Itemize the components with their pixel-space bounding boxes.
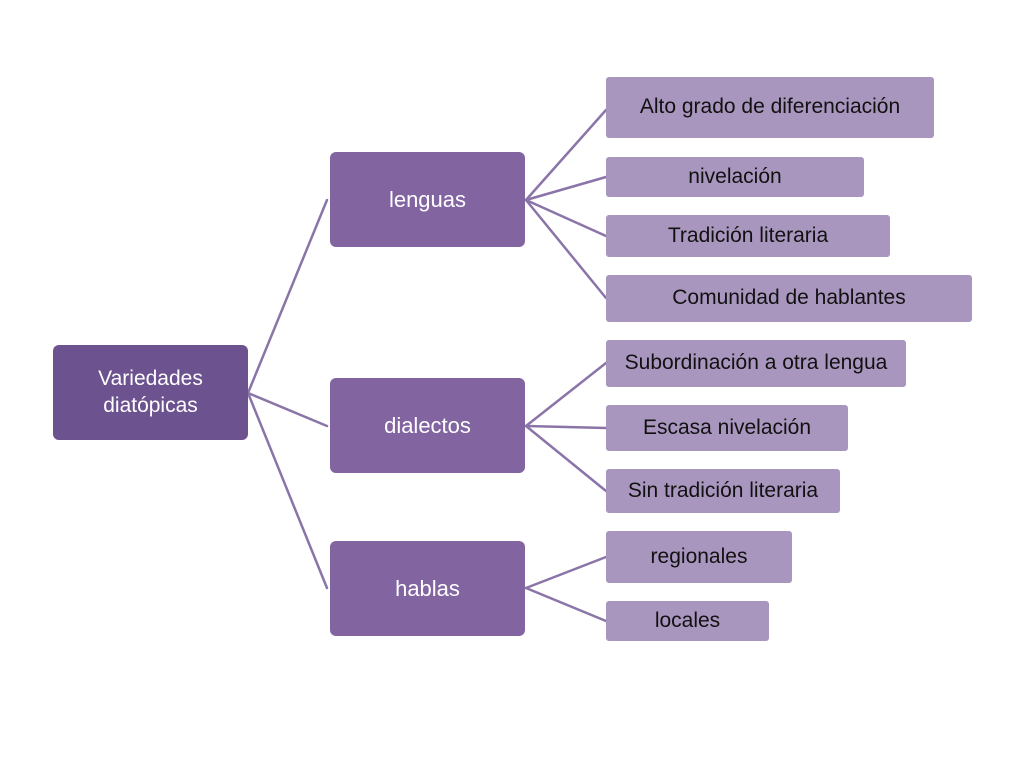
leaf-node: Alto grado de diferenciación [606,77,934,138]
connector-hablas-leaf-1 [524,555,608,590]
connector-dialectos-leaf-3 [524,424,608,493]
branch-node-hablas: hablas [330,541,525,636]
leaf-node: Comunidad de hablantes [606,275,972,322]
connector-lenguas-leaf-1 [524,108,608,202]
leaf-node-label: locales [654,608,721,632]
leaf-node-label: Sin tradición literaria [627,478,819,502]
leaf-node-label: Tradición literaria [667,223,829,247]
connector-lenguas-leaf-4 [524,198,608,300]
connector-root-hablas [246,391,329,590]
connector-root-dialectos [246,391,329,428]
leaf-node: Escasa nivelación [606,405,848,451]
connector-root-lenguas [246,198,329,395]
connector-lenguas-leaf-2 [524,175,608,202]
leaf-node-label: Escasa nivelación [642,415,812,439]
leaf-node: regionales [606,531,792,583]
leaf-node: nivelación [606,157,864,197]
leaf-node-label: Subordinación a otra lengua [624,351,888,375]
connector-hablas-leaf-2 [524,586,608,623]
root-node: Variedades diatópicas [53,345,248,440]
branch-node-dialectos: dialectos [330,378,525,473]
leaf-node-label: nivelación [688,164,782,188]
branch-node-label: lenguas [388,186,467,212]
branch-node-label: dialectos [384,412,471,438]
leaf-node-label: Comunidad de hablantes [672,286,906,310]
branch-node-lenguas: lenguas [330,152,525,247]
connector-dialectos-leaf-1 [524,361,608,428]
root-node-label: Variedades diatópicas [98,367,203,417]
leaf-node: locales [606,601,769,641]
connector-lenguas-leaf-3 [524,198,608,238]
leaf-node: Subordinación a otra lengua [606,340,906,387]
connector-dialectos-leaf-2 [524,424,608,430]
branch-node-label: hablas [395,575,460,601]
leaf-node-label: regionales [650,544,748,568]
leaf-node-label: Alto grado de diferenciación [639,95,901,119]
leaf-node: Tradición literaria [606,215,890,257]
leaf-node: Sin tradición literaria [606,469,840,513]
